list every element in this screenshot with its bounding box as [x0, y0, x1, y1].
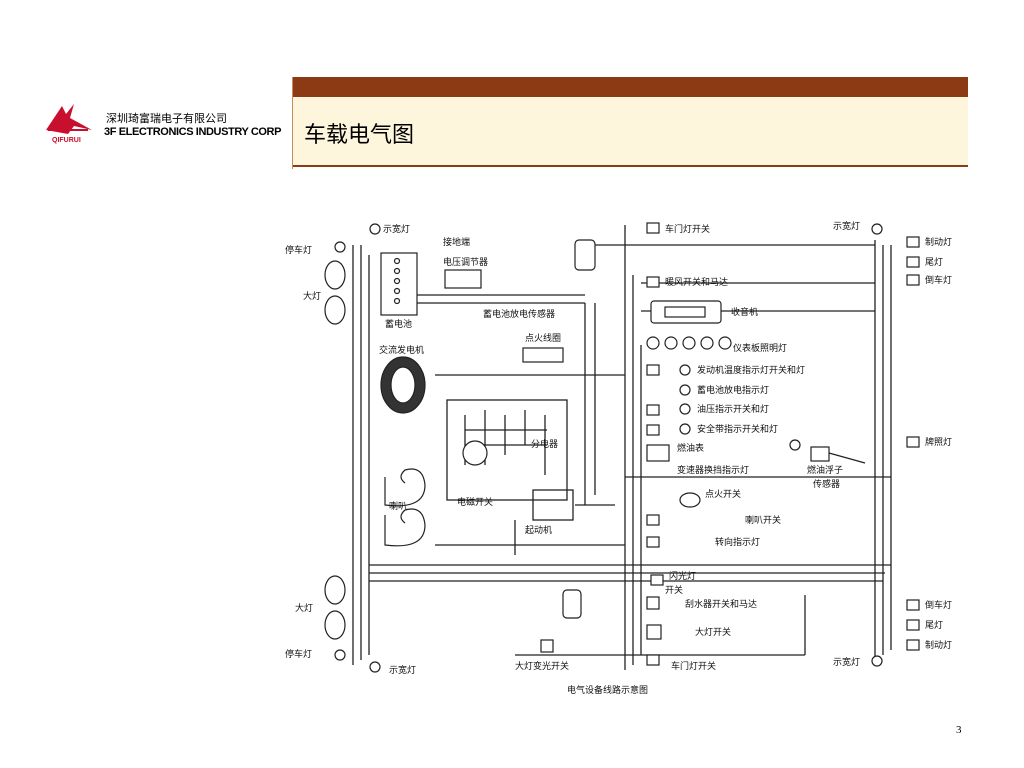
label-flash-switch-a: 闪光灯 — [669, 570, 696, 582]
parking-light-icon — [334, 649, 346, 661]
label-tail-light-top: 尾灯 — [925, 257, 943, 268]
label-ground-terminal: 接地端 — [443, 236, 470, 248]
label-headlight-switch: 大灯开关 — [695, 626, 731, 638]
parking-light-icon — [334, 241, 346, 253]
ignition-coil-icon — [522, 347, 564, 363]
side-light-icon — [369, 223, 381, 235]
label-fuel-sender-b: 传感器 — [813, 478, 840, 490]
label-radio: 收音机 — [731, 306, 758, 318]
side-light-icon — [369, 661, 381, 673]
label-battery-discharge-sensor: 蓄电池放电传感器 — [483, 308, 555, 320]
label-engine-temp: 发动机温度指示灯开关和灯 — [697, 364, 805, 376]
label-oil-pressure: 油压指示开关和灯 — [697, 403, 769, 415]
company-name-cn: 深圳琦富瑞电子有限公司 — [106, 112, 227, 125]
label-ignition-coil: 点火线圈 — [525, 332, 561, 344]
distributor-icon — [462, 440, 488, 466]
headlight-icon — [324, 610, 346, 640]
wiring-diagram: 停车灯 示宽灯 大灯 接地端 电压调节器 蓄电池 蓄电池放电传感器 交流发电机 … — [285, 220, 952, 696]
label-headlight-top: 大灯 — [303, 290, 321, 302]
headlight-icon — [324, 575, 346, 605]
slide-title: 车载电气图 — [304, 123, 415, 148]
label-side-light-top-right: 示宽灯 — [833, 220, 860, 232]
label-reverse-light-bottom: 倒车灯 — [925, 599, 952, 611]
label-side-light-bottom-left: 示宽灯 — [389, 664, 416, 676]
label-heater-switch: 暖风开关和马达 — [665, 276, 728, 288]
label-flash-switch-b: 开关 — [665, 584, 683, 596]
heater-motor-icon — [574, 239, 596, 271]
logo-text: QIFURUI — [52, 137, 81, 144]
label-alternator: 交流发电机 — [379, 344, 424, 356]
panel-light-icon — [700, 336, 714, 350]
label-gear-indicator: 变速器换挡指示灯 — [677, 464, 749, 476]
panel-light-icon — [682, 336, 696, 350]
title-divider — [292, 77, 293, 169]
label-door-light-switch-bottom: 车门灯开关 — [671, 660, 716, 672]
horn-lower-icon — [384, 508, 426, 547]
title-bar-accent — [292, 77, 968, 97]
headlight-icon — [324, 295, 346, 325]
label-dimmer-switch: 大灯变光开关 — [515, 660, 569, 672]
label-license-light: 牌照灯 — [925, 436, 952, 448]
label-side-light-bottom-right: 示宽灯 — [833, 656, 860, 668]
label-horn: 喇叭 — [389, 500, 407, 512]
label-distributor: 分电器 — [531, 438, 558, 450]
panel-light-icon — [718, 336, 732, 350]
company-name-en: 3F ELECTRONICS INDUSTRY CORP — [104, 126, 282, 138]
headlight-icon — [324, 260, 346, 290]
label-fuel-sender-a: 燃油浮子 — [807, 464, 843, 476]
label-brake-light-top: 制动灯 — [925, 236, 952, 248]
label-panel-lights: 仪表板照明灯 — [733, 342, 787, 354]
fuel-gauge-icon — [646, 444, 670, 462]
wiper-motor-icon — [562, 589, 582, 619]
label-reverse-light-top: 倒车灯 — [925, 274, 952, 286]
label-wiper: 刮水器开关和马达 — [685, 598, 757, 610]
ignition-switch-icon — [679, 492, 701, 508]
panel-light-icon — [646, 336, 660, 350]
label-battery: 蓄电池 — [385, 318, 412, 330]
wiring-lines — [352, 225, 892, 670]
label-parking-light-bottom: 停车灯 — [285, 648, 312, 660]
title-box — [292, 97, 968, 167]
label-side-light-top-left: 示宽灯 — [383, 223, 410, 235]
fuel-sender-icon — [810, 446, 830, 462]
panel-light-icon — [664, 336, 678, 350]
label-door-light-switch-top: 车门灯开关 — [665, 223, 710, 235]
horn-upper-icon — [384, 468, 426, 507]
label-turn-signal: 转向指示灯 — [715, 536, 760, 548]
label-parking-light-top: 停车灯 — [285, 244, 312, 256]
label-battery-discharge-light: 蓄电池放电指示灯 — [697, 384, 769, 396]
label-voltage-regulator: 电压调节器 — [443, 256, 488, 268]
voltage-regulator-icon — [444, 269, 482, 289]
label-seatbelt: 安全带指示开关和灯 — [697, 423, 778, 435]
diagram-caption: 电气设备线路示意图 — [567, 684, 648, 696]
label-horn-switch: 喇叭开关 — [745, 514, 781, 526]
label-tail-light-bottom: 尾灯 — [925, 620, 943, 631]
label-ignition-switch: 点火开关 — [705, 488, 741, 500]
company-logo-icon: QIFURUI — [46, 104, 92, 144]
page-number: 3 — [956, 724, 962, 736]
label-headlight-bottom: 大灯 — [295, 602, 313, 614]
label-brake-light-bottom: 制动灯 — [925, 639, 952, 651]
label-solenoid-switch: 电磁开关 — [457, 496, 493, 508]
label-fuel-gauge: 燃油表 — [677, 442, 704, 454]
label-starter: 起动机 — [525, 524, 552, 536]
